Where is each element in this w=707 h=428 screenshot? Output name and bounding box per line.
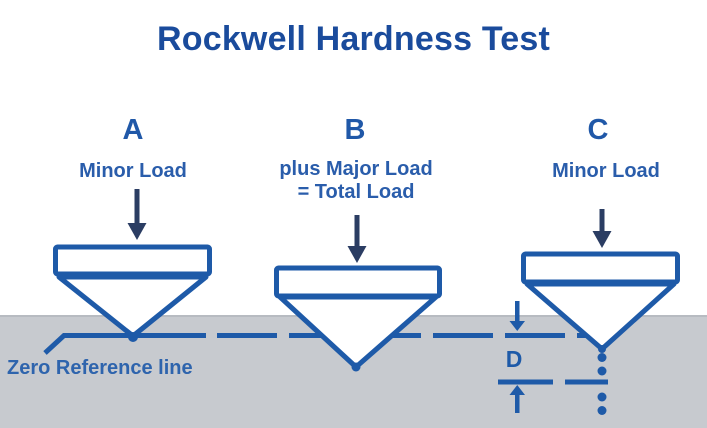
- stage-a-load-label: Minor Load: [79, 160, 187, 182]
- stage-c-load-label: Minor Load: [552, 160, 660, 182]
- dotted-depth-projection-line: [597, 353, 607, 415]
- load-arrow-a down-arrow-icon: [127, 189, 147, 240]
- zero-reference-label: Zero Reference line: [7, 357, 193, 379]
- stage-letter-a: A: [122, 114, 144, 146]
- stage-letter-b: B: [344, 114, 366, 146]
- zero-reference-line-solid: [43, 333, 206, 355]
- stage-letter-c: C: [587, 114, 609, 146]
- indenter-b-tip: [351, 362, 361, 372]
- indenter-c-tip: [598, 345, 606, 353]
- load-arrow-c down-arrow-icon: [592, 209, 612, 248]
- indenter-c: [521, 251, 680, 353]
- indenter-a: [53, 244, 212, 342]
- indenter-a-tip: [128, 332, 138, 342]
- stage-b-load-label: plus Major Load = Total Load: [279, 158, 433, 203]
- depth-lower-arrow up-arrow-icon: [509, 385, 525, 413]
- depth-upper-arrow down-arrow-icon: [509, 301, 525, 331]
- diagram-title: Rockwell Hardness Test: [156, 20, 551, 58]
- depth-label: D: [505, 346, 523, 372]
- load-arrow-b down-arrow-icon: [347, 215, 367, 263]
- indenter-b: [274, 265, 442, 372]
